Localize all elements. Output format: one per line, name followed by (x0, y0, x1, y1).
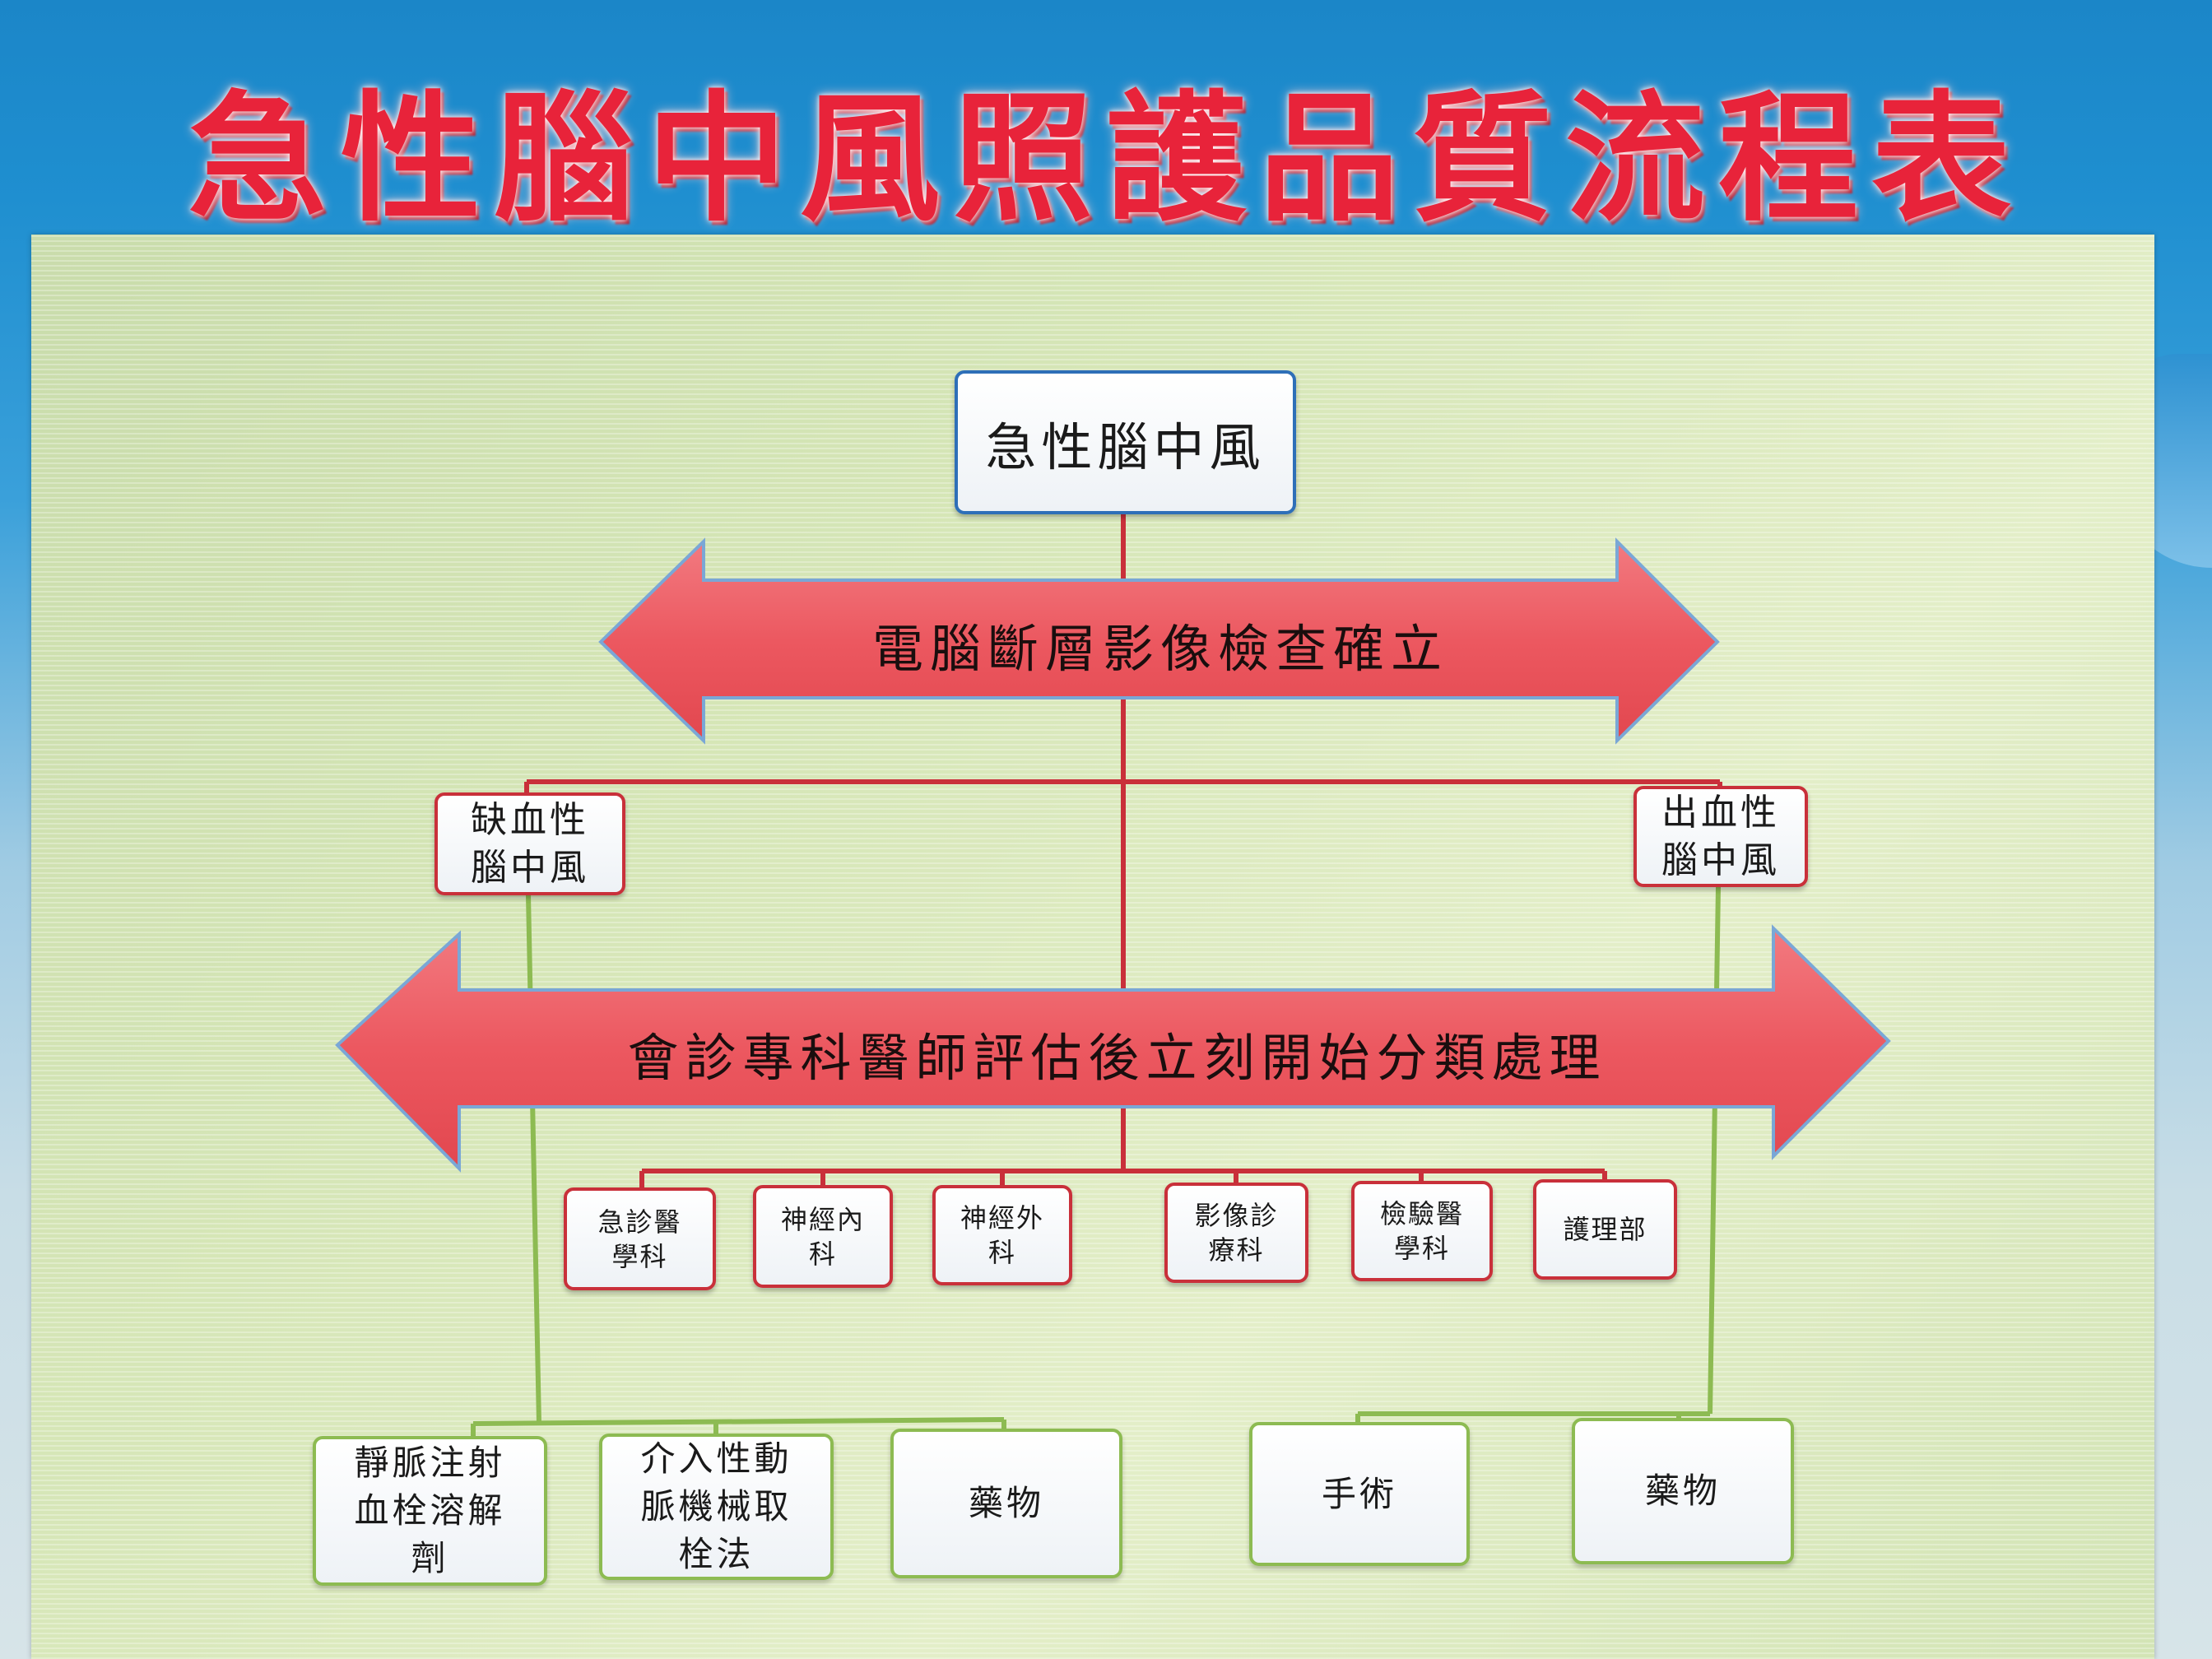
dept-6-line1: 護理部 (1563, 1214, 1647, 1245)
hemorrhagic-connector (1708, 886, 1721, 1415)
dept-laboratory-medicine: 檢驗醫 學科 (1351, 1181, 1493, 1281)
dept-3-line2: 科 (988, 1237, 1016, 1268)
ischemic-line2: 腦中風 (471, 846, 589, 889)
dept-emergency-medicine: 急診醫 學科 (564, 1187, 716, 1290)
dept-1-line2: 學科 (611, 1240, 668, 1272)
treatment-mechanical-thrombectomy: 介入性動 脈機械取 栓法 (599, 1434, 834, 1580)
treatment-medication-ischemic: 藥物 (890, 1429, 1122, 1578)
dept-neurology: 神經內 科 (753, 1185, 893, 1288)
double-arrow-ct (598, 537, 1720, 745)
page-title: 急性腦中風照護品質流程表 (187, 77, 2024, 241)
node-ischemic-stroke: 缺血性 腦中風 (434, 792, 625, 895)
ischemic-connector (526, 895, 541, 1424)
treatment-l3-line1: 藥物 (968, 1483, 1044, 1523)
arrow-label-ct: 電腦斷層影像檢查確立 (871, 619, 1448, 679)
treatment-l2-line1: 介入性動 (640, 1438, 792, 1479)
dept-5-line1: 檢驗醫 (1379, 1198, 1464, 1229)
dept-4-line2: 療科 (1208, 1234, 1265, 1266)
dept-neurosurgery: 神經外 科 (932, 1185, 1072, 1285)
treatment-surgery: 手術 (1249, 1422, 1470, 1566)
dept-radiology: 影像診 療科 (1164, 1183, 1308, 1283)
double-arrow-consult (335, 924, 1891, 1173)
treatment-r1-line1: 手術 (1321, 1473, 1397, 1514)
dept-5-line2: 學科 (1393, 1233, 1450, 1264)
dept-4-line1: 影像診 (1194, 1200, 1279, 1231)
treatment-r2-line1: 藥物 (1644, 1471, 1721, 1511)
left-treatment-bus (472, 1417, 1005, 1426)
dept-3-line1: 神經外 (960, 1202, 1044, 1234)
treatment-iv-thrombolysis: 靜脈注射 血栓溶解 劑 (313, 1436, 547, 1586)
node-hemorrhagic-stroke: 出血性 腦中風 (1633, 786, 1808, 887)
treatment-medication-hemorrhagic: 藥物 (1572, 1418, 1794, 1564)
hemorrhagic-line1: 出血性 (1661, 791, 1780, 834)
treatment-l2-line3: 栓法 (678, 1534, 755, 1574)
treatment-l1-line3: 劑 (411, 1538, 449, 1578)
dept-2-line1: 神經內 (780, 1203, 865, 1235)
treatment-l2-line2: 脈機械取 (640, 1486, 792, 1527)
arrow-label-consult: 會診專科醫師評估後立刻開始分類處理 (627, 1028, 1607, 1088)
root-node-acute-stroke: 急性腦中風 (955, 370, 1296, 514)
treatment-l1-line1: 靜脈注射 (354, 1443, 506, 1483)
ischemic-line1: 缺血性 (471, 798, 589, 841)
dept-1-line1: 急診醫 (597, 1206, 682, 1238)
dept-nursing: 護理部 (1533, 1179, 1677, 1280)
treatment-l1-line2: 血栓溶解 (354, 1490, 506, 1531)
root-node-label: 急性腦中風 (985, 416, 1266, 477)
hemorrhagic-line2: 腦中風 (1661, 839, 1780, 881)
dept-2-line2: 科 (808, 1238, 837, 1270)
